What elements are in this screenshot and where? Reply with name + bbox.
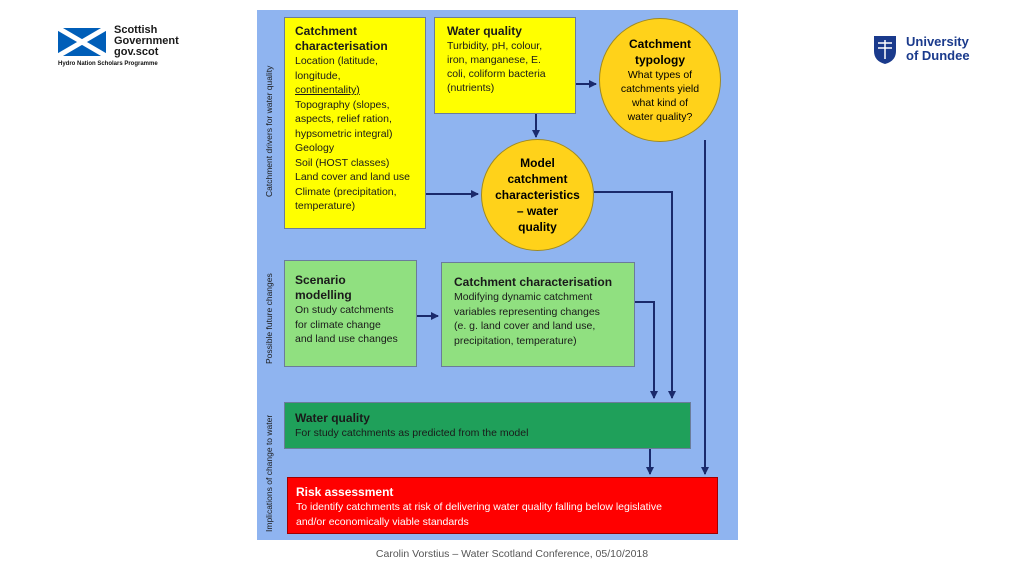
typology-line: catchments yield xyxy=(620,83,700,95)
catchment-typology-circle: Catchment typology What types of catchme… xyxy=(599,18,721,142)
footer-citation: Carolin Vorstius – Water Scotland Confer… xyxy=(375,548,649,560)
side-label-future: Possible future changes xyxy=(264,273,274,364)
typology-line: what kind of xyxy=(631,97,689,109)
risk-title: Risk assessment xyxy=(296,485,394,499)
sg-wordmark: Scottish Government gov.scot xyxy=(114,25,179,58)
sg-line-2: Government xyxy=(114,35,179,47)
dynamic-line: (e. g. land cover and land use, xyxy=(454,320,596,332)
dynamic-characterisation-box: Catchment characterisation Modifying dyn… xyxy=(441,262,635,367)
dynamic-line: variables representing changes xyxy=(454,305,600,318)
predicted-wq-title: Water quality xyxy=(295,411,370,425)
characterisation-title-2: characterisation xyxy=(295,39,388,53)
model-line: – water xyxy=(516,204,559,218)
model-line: catchment xyxy=(507,172,568,186)
characterisation-line: Location (latitude, xyxy=(295,55,378,67)
characterisation-line: temperature) xyxy=(295,200,356,212)
water-quality-line: coli, coliform bacteria xyxy=(447,68,546,80)
characterisation-line: Topography (slopes, xyxy=(295,98,390,111)
university-of-dundee-logo: University of Dundee xyxy=(873,35,983,69)
characterisation-line: Soil (HOST classes) xyxy=(295,156,390,169)
characterisation-title-1: Catchment xyxy=(295,24,358,38)
predicted-wq-text: For study catchments as predicted from t… xyxy=(295,427,529,439)
dynamic-line: precipitation, temperature) xyxy=(454,334,577,347)
model-line: quality xyxy=(518,220,557,234)
dynamic-line: Modifying dynamic catchment xyxy=(454,291,593,303)
characterisation-line: Geology xyxy=(295,142,335,154)
scenario-title-1: Scenario xyxy=(295,273,346,287)
risk-assessment-box: Risk assessment To identify catchments a… xyxy=(287,477,718,534)
sg-line-1: Scottish xyxy=(114,24,158,36)
model-circle: Model catchment characteristics – water … xyxy=(481,139,594,251)
scenario-line: On study catchments xyxy=(295,304,394,316)
hydro-nation-label: Hydro Nation Scholars Programme xyxy=(58,61,158,67)
risk-line: and/or economically viable standards xyxy=(296,515,469,528)
scenario-title-2: modelling xyxy=(295,288,352,302)
ud-line-1: University xyxy=(906,34,969,49)
scenario-line: and land use changes xyxy=(295,333,398,345)
characterisation-line: hypsometric integral) xyxy=(295,127,393,140)
predicted-water-quality-box: Water quality For study catchments as pr… xyxy=(284,402,691,449)
scenario-modelling-box: Scenario modelling On study catchments f… xyxy=(284,260,417,367)
side-label-drivers: Catchment drivers for water quality xyxy=(264,65,274,197)
characterisation-line: aspects, relief ration, xyxy=(295,113,392,125)
saltire-flag-icon xyxy=(58,28,106,56)
dynamic-title: Catchment characterisation xyxy=(454,275,613,289)
dundee-shield-icon xyxy=(874,36,896,64)
model-line: Model xyxy=(520,156,555,170)
scottish-government-logo: Scottish Government gov.scot Hydro Natio… xyxy=(58,25,188,71)
water-quality-line: Turbidity, pH, colour, xyxy=(447,40,543,52)
water-quality-line: iron, manganese, E. xyxy=(447,54,541,66)
characterisation-line: Climate (precipitation, xyxy=(295,185,397,198)
sg-line-3: gov.scot xyxy=(114,46,159,58)
characterisation-line: continentality) xyxy=(295,84,360,96)
water-quality-title: Water quality xyxy=(447,24,522,38)
ud-line-2: of Dundee xyxy=(906,48,970,63)
scenario-line: for climate change xyxy=(295,318,381,331)
catchment-characterisation-box: Catchment characterisation Location (lat… xyxy=(284,17,426,229)
dundee-wordmark: University of Dundee xyxy=(906,35,970,63)
water-quality-line: (nutrients) xyxy=(447,82,495,94)
typology-line: What types of xyxy=(627,69,693,81)
characterisation-line: longitude, xyxy=(295,69,341,82)
typology-title-2: typology xyxy=(635,53,685,67)
water-quality-parameters-box: Water quality Turbidity, pH, colour, iro… xyxy=(434,17,576,114)
risk-line: To identify catchments at risk of delive… xyxy=(296,501,662,513)
typology-line: water quality? xyxy=(627,111,693,123)
side-label-implications: Implications of change to water xyxy=(264,414,274,532)
characterisation-line: Land cover and land use xyxy=(295,171,411,183)
model-line: characteristics xyxy=(495,188,580,202)
typology-title-1: Catchment xyxy=(628,37,691,51)
